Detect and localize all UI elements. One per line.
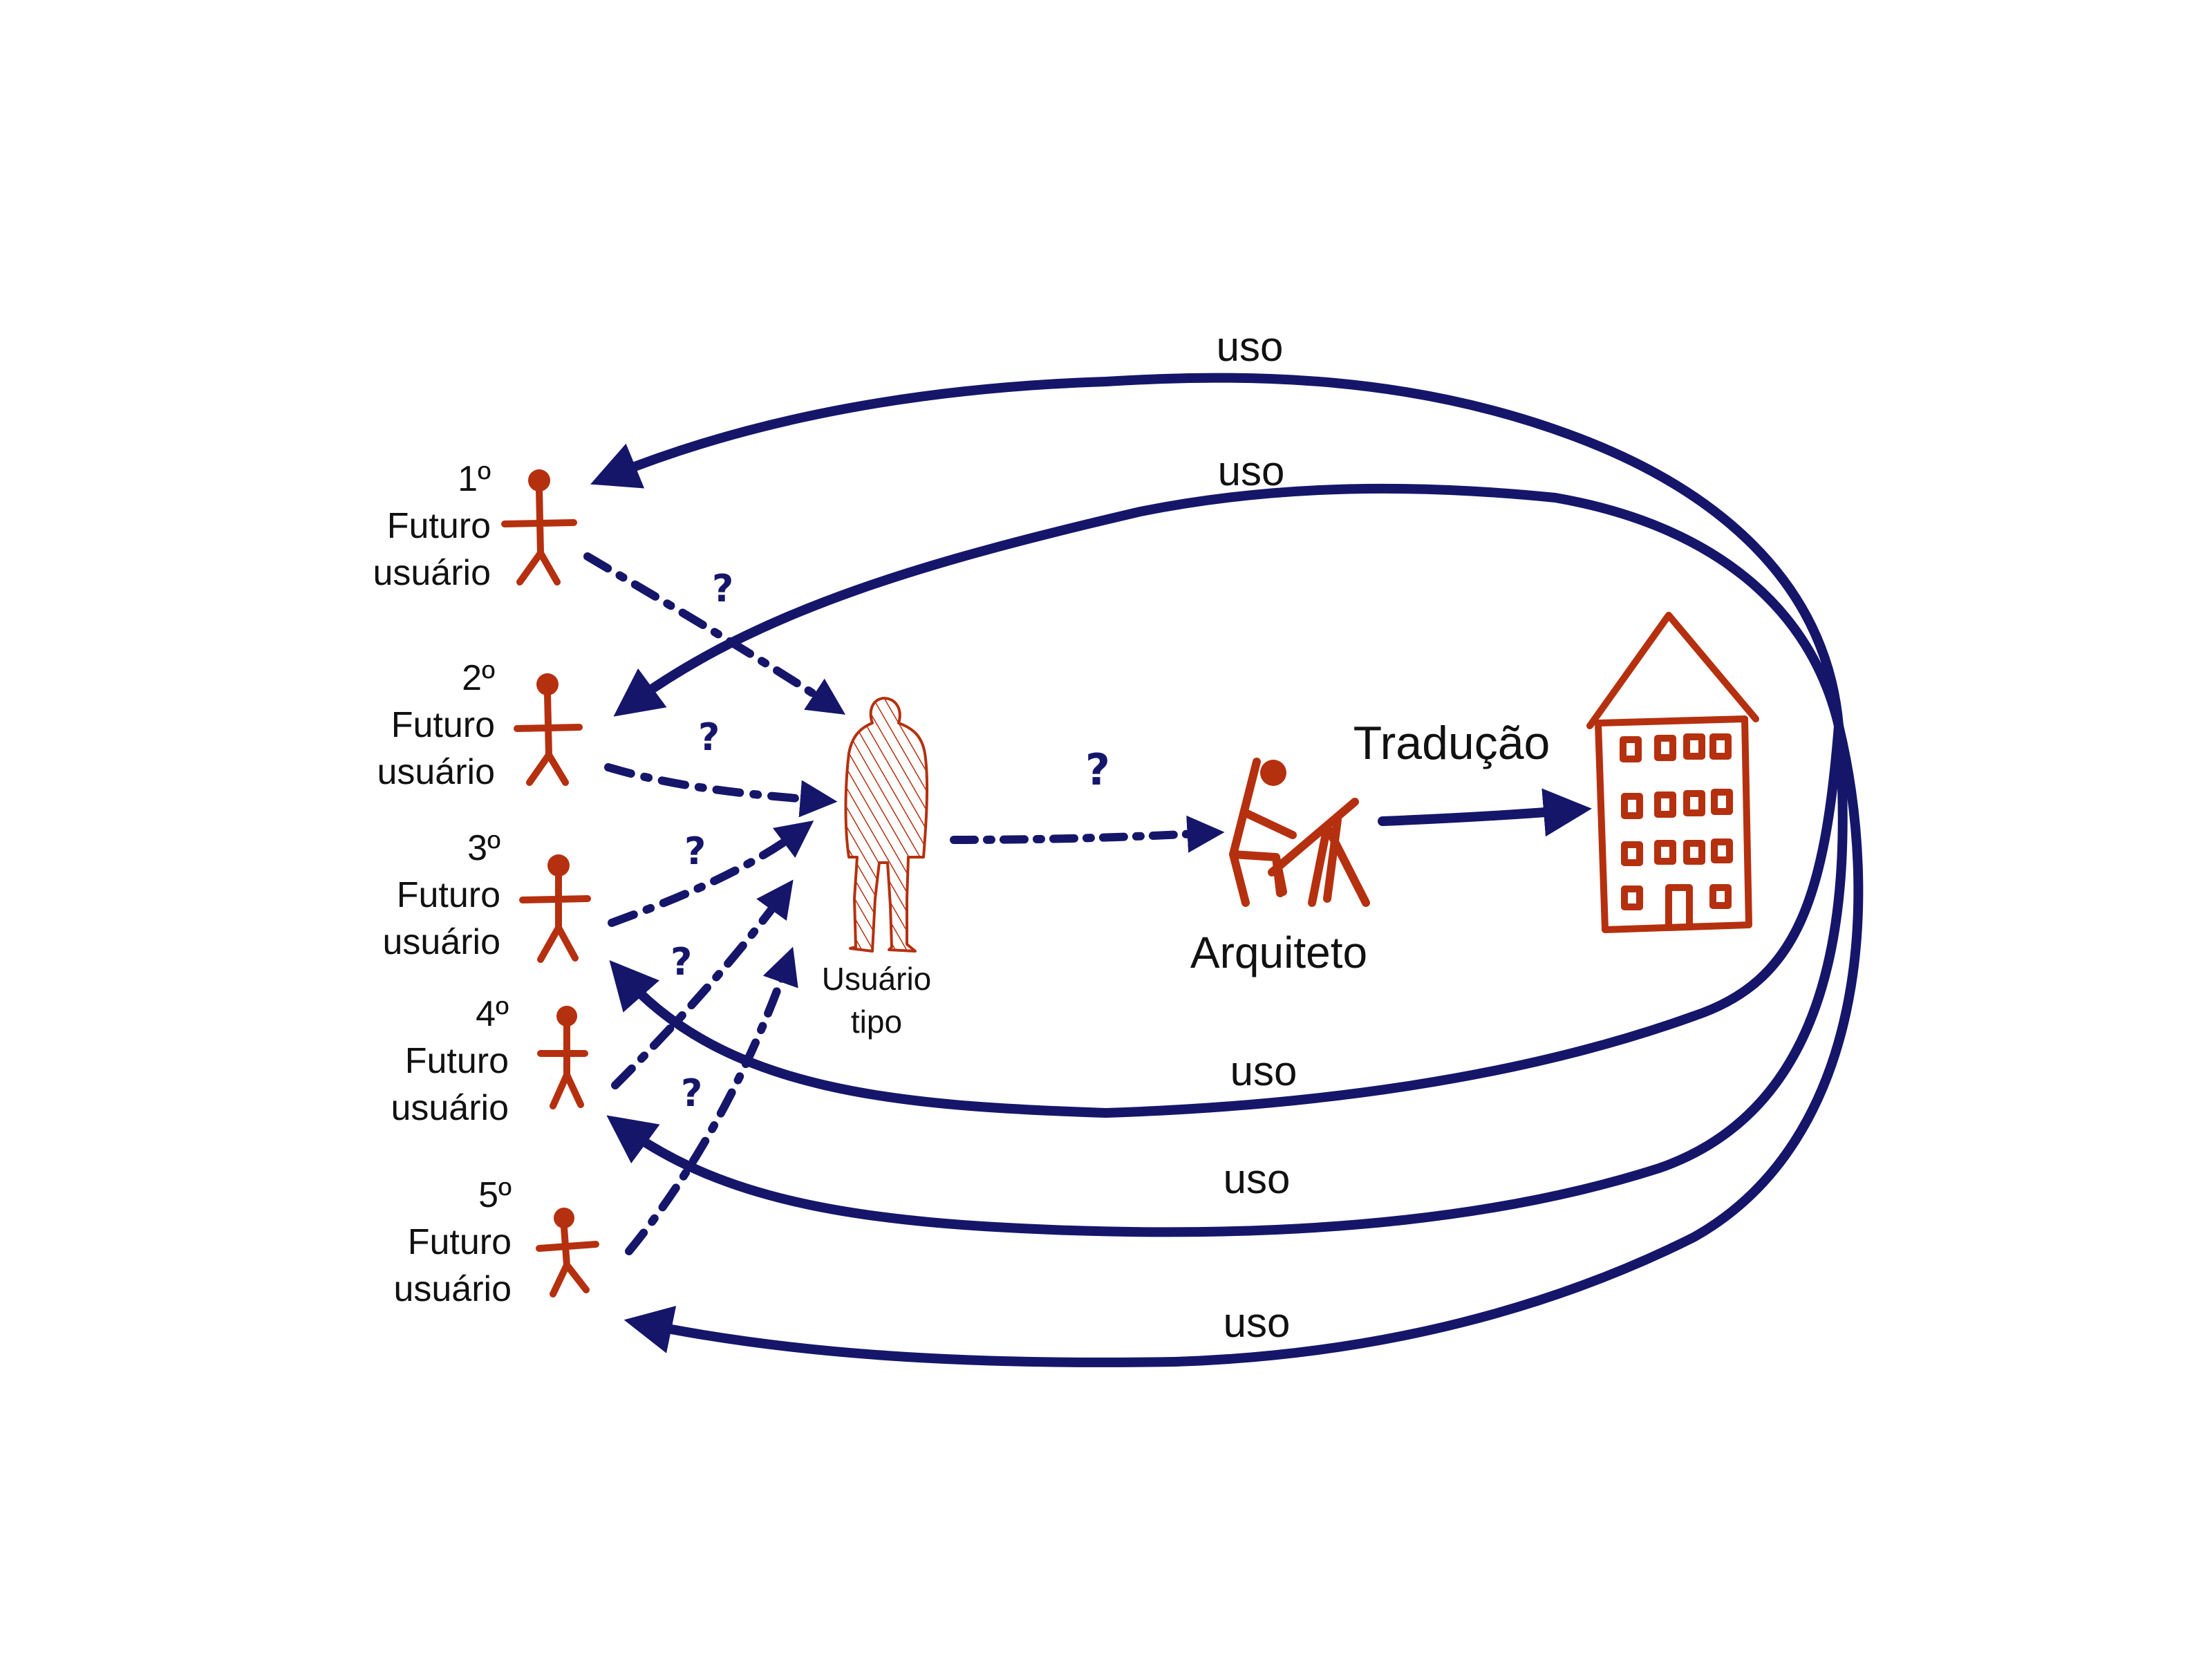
question-mark-2: ?: [698, 715, 720, 759]
user-3-line2: usuário: [382, 922, 500, 962]
question-mark-1: ?: [712, 567, 733, 610]
question-mark-3: ?: [684, 830, 706, 873]
dashed-arrow-user-1: [583, 552, 846, 715]
user-3-ordinal: 3º: [467, 828, 500, 868]
user-4-line1: Futuro: [405, 1041, 509, 1081]
future-user-1: 1º Futuro usuário: [373, 459, 577, 593]
stick-figure-icon: [514, 673, 583, 786]
future-user-4: 4º Futuro usuário: [391, 994, 588, 1128]
uso-label-2: uso: [1218, 448, 1285, 494]
stick-figure-icon: [501, 469, 577, 585]
user-4-ordinal: 4º: [476, 994, 509, 1034]
architect-at-desk-icon: [1229, 758, 1370, 907]
hatched-person-icon: [844, 697, 929, 953]
stick-figure-icon: [537, 1006, 588, 1109]
arrow-architect-to-building: [1378, 788, 1592, 837]
uso-loop-1: [590, 373, 1844, 731]
future-user-3: 3º Futuro usuário: [382, 828, 591, 963]
user-3-line1: Futuro: [397, 875, 500, 915]
user-5-ordinal: 5º: [478, 1175, 512, 1215]
dashed-arrow-user-4: [611, 879, 794, 1089]
arquiteto-label: Arquiteto: [1190, 928, 1367, 977]
uso-labels: uso uso uso uso uso: [1217, 324, 1297, 1346]
user-1-line2: usuário: [373, 553, 491, 593]
building-icon: [1586, 612, 1759, 933]
dashed-arrow-user-5: [625, 946, 798, 1255]
user-to-type-arrows: [583, 552, 846, 1255]
uso-label-4: uso: [1224, 1156, 1291, 1202]
user-2-line1: Futuro: [391, 705, 495, 745]
uso-label-1: uso: [1217, 324, 1284, 370]
uso-label-5: uso: [1224, 1300, 1291, 1346]
usuario-tipo-line2: tipo: [851, 1004, 902, 1040]
question-marks: ? ? ? ? ? ?: [671, 567, 1110, 1115]
user-2-ordinal: 2º: [462, 658, 495, 698]
question-mark-6: ?: [1085, 744, 1110, 795]
future-user-2: 2º Futuro usuário: [377, 658, 583, 792]
question-mark-5: ?: [681, 1071, 702, 1115]
future-user-5: 5º Futuro usuário: [393, 1175, 599, 1309]
stick-figure-icon: [519, 854, 591, 963]
stick-figure-icon: [536, 1208, 599, 1297]
traducao-label: Tradução: [1353, 717, 1550, 769]
uso-loops: [590, 373, 1864, 1367]
uso-label-3: uso: [1230, 1048, 1297, 1094]
usuario-tipo-line1: Usuário: [822, 961, 932, 997]
uso-loop-4: [606, 721, 1848, 1237]
usuario-tipo: Usuário tipo: [822, 697, 932, 1040]
user-1-ordinal: 1º: [458, 459, 491, 499]
uso-loop-5: [624, 721, 1864, 1367]
user-5-line1: Futuro: [408, 1222, 512, 1262]
dashed-arrow-user-3: [608, 821, 814, 927]
arquiteto: Arquiteto: [1190, 758, 1370, 977]
dashed-arrow-type-to-architect: [950, 815, 1225, 853]
uso-loop-3: [609, 721, 1844, 1118]
user-4-line2: usuário: [391, 1088, 509, 1128]
question-mark-4: ?: [671, 940, 692, 984]
user-5-line2: usuário: [393, 1269, 512, 1309]
dashed-arrow-user-2: [604, 763, 838, 818]
uso-loop-2: [613, 483, 1844, 731]
user-2-line2: usuário: [377, 752, 495, 792]
user-1-line1: Futuro: [387, 506, 491, 546]
